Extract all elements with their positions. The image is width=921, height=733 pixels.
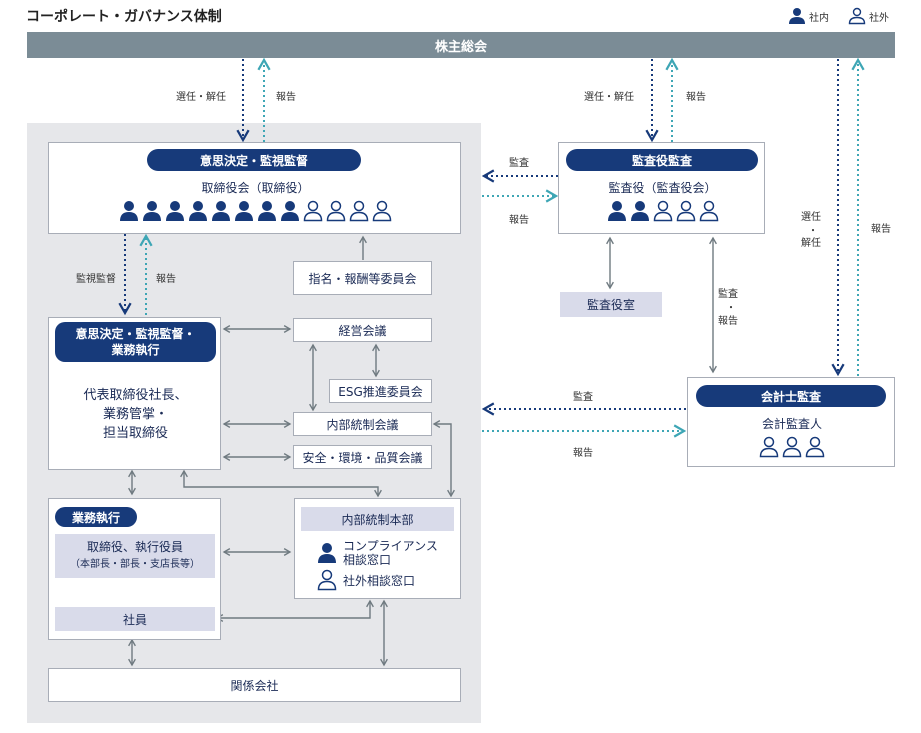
accounting-header: 会計士監査 bbox=[696, 385, 886, 407]
exec-report-label: 報告 bbox=[156, 274, 176, 285]
accounting-name: 会計監査人 bbox=[761, 417, 822, 431]
person-outline-icon bbox=[782, 436, 802, 458]
acc-elect-label-1: 選任 bbox=[801, 212, 821, 223]
person-filled-icon bbox=[607, 201, 626, 221]
compliance-line2: 相談窓口 bbox=[343, 553, 392, 567]
compliance-line1: コンプライアンス bbox=[343, 539, 438, 553]
business-box: 業務執行 取締役、執行役員 （本部長・部長・支店長等） 社員 bbox=[48, 498, 221, 640]
audit-acc-dot: ・ bbox=[726, 303, 736, 314]
external-desk-label: 社外相談窓口 bbox=[343, 573, 416, 588]
person-outline-icon bbox=[699, 200, 718, 222]
person-outline-icon bbox=[303, 200, 323, 222]
board-members bbox=[49, 199, 462, 223]
person-filled-icon bbox=[120, 201, 138, 221]
acc-report-right-label: 報告 bbox=[871, 224, 891, 235]
auditor-office: 監査役室 bbox=[560, 292, 662, 317]
audit-header: 監査役監査 bbox=[566, 149, 758, 171]
officers-box: 取締役、執行役員 （本部長・部長・支店長等） bbox=[55, 534, 215, 578]
board-elect-label: 選任・解任 bbox=[176, 92, 226, 103]
person-outline-icon bbox=[317, 569, 337, 591]
legend-external: 社外 bbox=[848, 7, 889, 25]
board-header: 意思決定・監視監督 bbox=[147, 149, 361, 171]
accounting-audit-box: 会計士監査 会計監査人 bbox=[687, 377, 895, 467]
person-filled-icon bbox=[281, 201, 299, 221]
executive-box: 意思決定・監視監督・ 業務執行 代表取締役社長、 業務管掌・ 担当取締役 bbox=[48, 317, 221, 470]
audit-report-label: 報告 bbox=[686, 92, 706, 103]
nomination-committee: 指名・報酬等委員会 bbox=[293, 261, 432, 295]
person-outline-icon bbox=[349, 200, 369, 222]
accounting-members bbox=[688, 435, 896, 459]
compliance-desk: コンプライアンス 相談窓口 bbox=[317, 539, 438, 567]
management-meeting: 経営会議 bbox=[293, 318, 432, 342]
internal-control-hq-header: 内部統制本部 bbox=[301, 507, 454, 531]
page-title: コーポレート・ガバナンス体制 bbox=[26, 9, 222, 25]
person-outline-icon bbox=[848, 7, 866, 25]
person-filled-icon bbox=[258, 201, 276, 221]
officers-line1: 取締役、執行役員 bbox=[86, 540, 183, 554]
board-audit-label: 監査 bbox=[509, 158, 529, 169]
person-filled-icon bbox=[318, 543, 336, 563]
person-filled-icon bbox=[189, 201, 207, 221]
acc-audit-label: 監査 bbox=[573, 392, 593, 403]
legend-external-label: 社外 bbox=[869, 12, 889, 24]
person-outline-icon bbox=[759, 436, 779, 458]
audit-box: 監査役監査 監査役（監査役会） bbox=[558, 142, 765, 234]
shareholders-meeting-bar: 株主総会 bbox=[27, 32, 895, 58]
executive-body-line3: 担当取締役 bbox=[102, 426, 168, 441]
external-desk: 社外相談窓口 bbox=[317, 569, 415, 591]
board-report-label: 報告 bbox=[276, 92, 296, 103]
person-filled-icon bbox=[235, 201, 253, 221]
executive-header: 意思決定・監視監督・ 業務執行 bbox=[55, 322, 216, 362]
audit-elect-label: 選任・解任 bbox=[584, 92, 634, 103]
person-outline-icon bbox=[372, 200, 392, 222]
board-name: 取締役会（取締役） bbox=[201, 181, 310, 195]
officers-line2: （本部長・部長・支店長等） bbox=[70, 559, 200, 570]
executive-body-line1: 代表取締役社長、 bbox=[83, 388, 188, 403]
person-outline-icon bbox=[676, 200, 695, 222]
audit-acc-label-1: 監査 bbox=[718, 289, 738, 300]
person-filled-icon bbox=[143, 201, 161, 221]
audit-members bbox=[559, 199, 766, 223]
person-filled-icon bbox=[212, 201, 230, 221]
person-outline-icon bbox=[653, 200, 672, 222]
legend-internal-label: 社内 bbox=[809, 12, 829, 24]
person-filled-icon bbox=[630, 201, 649, 221]
executive-body-line2: 業務管掌・ bbox=[102, 407, 168, 422]
board-box: 意思決定・監視監督 取締役会（取締役） bbox=[48, 142, 461, 234]
affiliates-box: 関係会社 bbox=[48, 668, 461, 702]
supervise-label: 監視監督 bbox=[76, 274, 116, 285]
employees-box: 社員 bbox=[55, 607, 215, 631]
board-audit-report-label: 報告 bbox=[509, 215, 529, 226]
internal-control-hq-box: 内部統制本部 コンプライアンス 相談窓口 社外相談窓口 bbox=[294, 498, 461, 599]
safety-meeting: 安全・環境・品質会議 bbox=[293, 445, 432, 469]
internal-control-meeting: 内部統制会議 bbox=[293, 412, 432, 436]
executive-header-line2: 業務執行 bbox=[111, 343, 160, 357]
legend-internal: 社内 bbox=[788, 7, 829, 25]
audit-acc-label-2: 報告 bbox=[718, 316, 738, 327]
executive-header-line1: 意思決定・監視監督・ bbox=[75, 327, 196, 341]
acc-elect-dot: ・ bbox=[808, 226, 818, 237]
person-outline-icon bbox=[805, 436, 825, 458]
person-outline-icon bbox=[326, 200, 346, 222]
acc-report-label: 報告 bbox=[573, 448, 593, 459]
person-filled-icon bbox=[789, 8, 805, 24]
acc-elect-label-2: 解任 bbox=[801, 238, 821, 249]
executive-body: 代表取締役社長、 業務管掌・ 担当取締役 bbox=[49, 386, 222, 443]
audit-name: 監査役（監査役会） bbox=[608, 181, 717, 195]
esg-committee: ESG推進委員会 bbox=[329, 379, 432, 403]
person-filled-icon bbox=[166, 201, 184, 221]
business-header: 業務執行 bbox=[55, 507, 137, 527]
